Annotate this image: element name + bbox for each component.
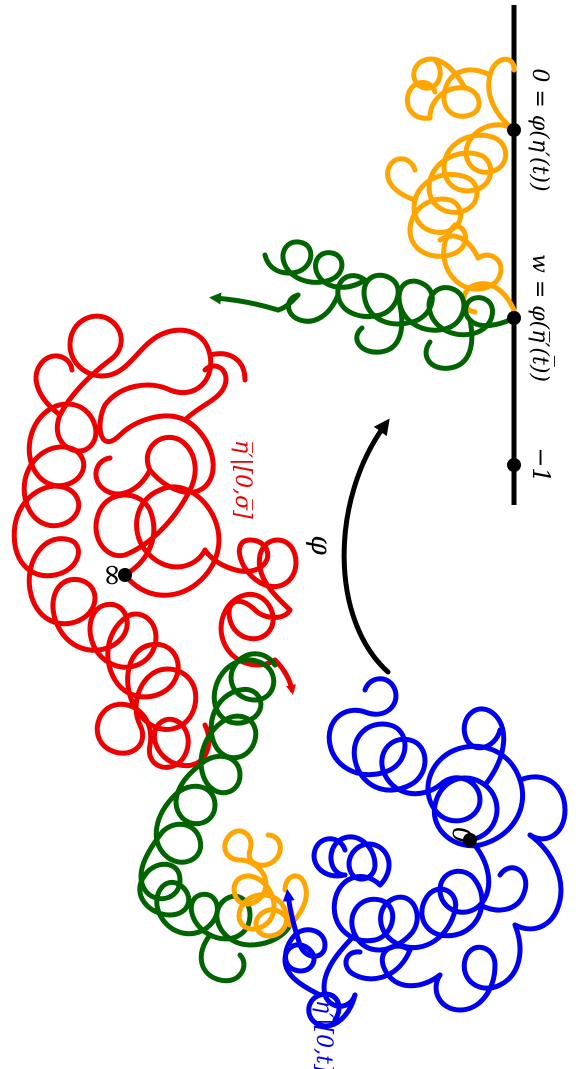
blue-curve <box>282 676 568 1029</box>
minus-one-point <box>507 458 521 472</box>
zero-point-label: 0 = φ(η′(t)) <box>527 68 552 191</box>
eta-bar-label: η̅′|[0,σ̅] <box>230 440 255 519</box>
origin-label: 0 <box>446 827 476 844</box>
green-curve-right <box>209 239 517 371</box>
map-arrow <box>341 418 391 675</box>
map-label: φ <box>305 535 338 555</box>
green-curve-left <box>137 651 293 984</box>
orange-curve-left <box>222 828 309 939</box>
red-curve <box>11 313 299 770</box>
w-point <box>507 311 521 325</box>
zero-point <box>507 123 521 137</box>
eta-prime-label: η′|[0,t] <box>311 1000 336 1069</box>
w-point-label: w = φ(η̅′(t̅)) <box>527 254 555 382</box>
infinity-point <box>118 568 132 582</box>
orange-curve-right <box>385 56 517 315</box>
origin-point <box>463 833 477 847</box>
minus-one-label: −1 <box>527 447 555 482</box>
infinity-label: ∞ <box>95 563 130 588</box>
